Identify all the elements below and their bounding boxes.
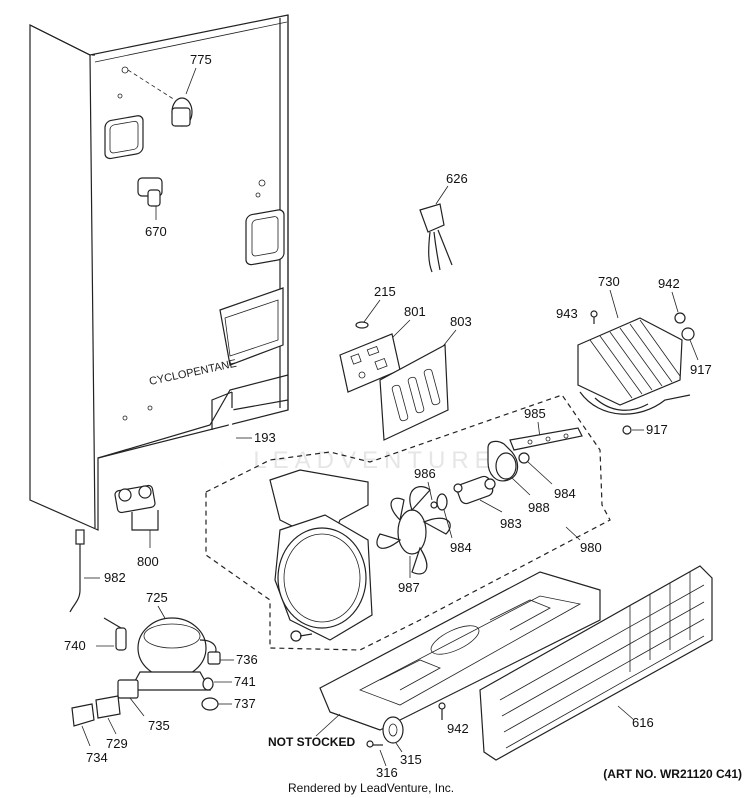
- callout-616[interactable]: 616: [632, 715, 654, 730]
- callout-942a[interactable]: 942: [658, 276, 680, 291]
- part-942-screw-b[interactable]: [438, 702, 446, 720]
- callout-316[interactable]: 316: [376, 765, 398, 780]
- part-741-grommet[interactable]: [202, 677, 214, 691]
- part-942-screw-a[interactable]: [674, 312, 686, 324]
- part-917-grommet-a[interactable]: [681, 327, 695, 341]
- callout-315[interactable]: 315: [400, 752, 422, 767]
- callout-729[interactable]: 729: [106, 736, 128, 751]
- callout-734[interactable]: 734: [86, 750, 108, 765]
- part-803-cover[interactable]: [379, 344, 449, 441]
- callout-983[interactable]: 983: [500, 516, 522, 531]
- callout-803[interactable]: 803: [450, 314, 472, 329]
- part-730-coil[interactable]: [577, 317, 691, 415]
- part-734-wire-harness[interactable]: [71, 703, 95, 727]
- part-800-water-valve[interactable]: [114, 484, 159, 531]
- callout-982[interactable]: 982: [104, 570, 126, 585]
- part-670-elbow[interactable]: [137, 177, 163, 207]
- callout-943[interactable]: 943: [556, 306, 578, 321]
- rendered-by-text: Rendered by LeadVenture, Inc.: [288, 781, 455, 795]
- callout-740[interactable]: 740: [64, 638, 86, 653]
- part-987-fan-blade[interactable]: [376, 486, 451, 575]
- part-943-screw[interactable]: [590, 310, 598, 324]
- callout-986[interactable]: 986: [414, 466, 436, 481]
- part-725-compressor[interactable]: [128, 617, 217, 691]
- callout-985[interactable]: 985: [524, 406, 546, 421]
- callout-984a[interactable]: 984: [450, 540, 472, 555]
- callout-626[interactable]: 626: [446, 171, 468, 186]
- callout-193[interactable]: 193: [254, 430, 276, 445]
- part-987-fan-shroud[interactable]: [269, 469, 373, 642]
- callout-987[interactable]: 987: [398, 580, 420, 595]
- callout-917b[interactable]: 917: [646, 422, 668, 437]
- art-number-text: (ART NO. WR21120 C41): [603, 767, 742, 781]
- part-985-bracket[interactable]: [509, 427, 583, 451]
- callout-800[interactable]: 800: [137, 554, 159, 569]
- part-737-overload[interactable]: [201, 697, 219, 711]
- part-315-roller[interactable]: [382, 716, 404, 744]
- callout-775[interactable]: 775: [190, 52, 212, 67]
- callout-735[interactable]: 735: [148, 718, 170, 733]
- part-735-start-relay[interactable]: [117, 679, 139, 699]
- callout-725[interactable]: 725: [146, 590, 168, 605]
- callout-942b[interactable]: 942: [447, 721, 469, 736]
- part-775-fitting[interactable]: [127, 69, 193, 127]
- callout-984b[interactable]: 984: [554, 486, 576, 501]
- callout-736[interactable]: 736: [236, 652, 258, 667]
- callout-670[interactable]: 670: [145, 224, 167, 239]
- callout-801[interactable]: 801: [404, 304, 426, 319]
- part-616-panel[interactable]: [479, 565, 713, 761]
- part-193-drain-tube[interactable]: [208, 407, 234, 466]
- part-983-fan-motor[interactable]: [453, 475, 496, 505]
- part-986-nut[interactable]: [430, 501, 438, 509]
- callout-737[interactable]: 737: [234, 696, 256, 711]
- part-316-screw[interactable]: [366, 740, 383, 748]
- callout-215[interactable]: 215: [374, 284, 396, 299]
- callout-917a[interactable]: 917: [690, 362, 712, 377]
- part-base-pan: [319, 571, 601, 731]
- part-984-grommet-lower[interactable]: [436, 493, 448, 511]
- part-729-cover[interactable]: [95, 695, 121, 719]
- part-982-water-line[interactable]: [69, 529, 85, 613]
- part-917-grommet-b[interactable]: [622, 425, 632, 435]
- callout-741[interactable]: 741: [234, 674, 256, 689]
- part-736-relay[interactable]: [207, 651, 221, 665]
- refrigerator-cabinet: CYCLOPENTANE: [29, 14, 289, 531]
- callout-980[interactable]: 980: [580, 540, 602, 555]
- part-740-drier[interactable]: [103, 617, 127, 651]
- part-988-housing[interactable]: [487, 440, 519, 482]
- callout-730[interactable]: 730: [598, 274, 620, 289]
- not-stocked-label: NOT STOCKED: [268, 735, 355, 749]
- part-626-power-cord[interactable]: [419, 203, 453, 273]
- part-984-grommet-upper[interactable]: [518, 452, 530, 464]
- group-980-boundary: [205, 394, 611, 651]
- callout-988[interactable]: 988: [528, 500, 550, 515]
- part-215-clip[interactable]: [355, 321, 369, 329]
- watermark-text: LEADVENTURE: [253, 447, 496, 474]
